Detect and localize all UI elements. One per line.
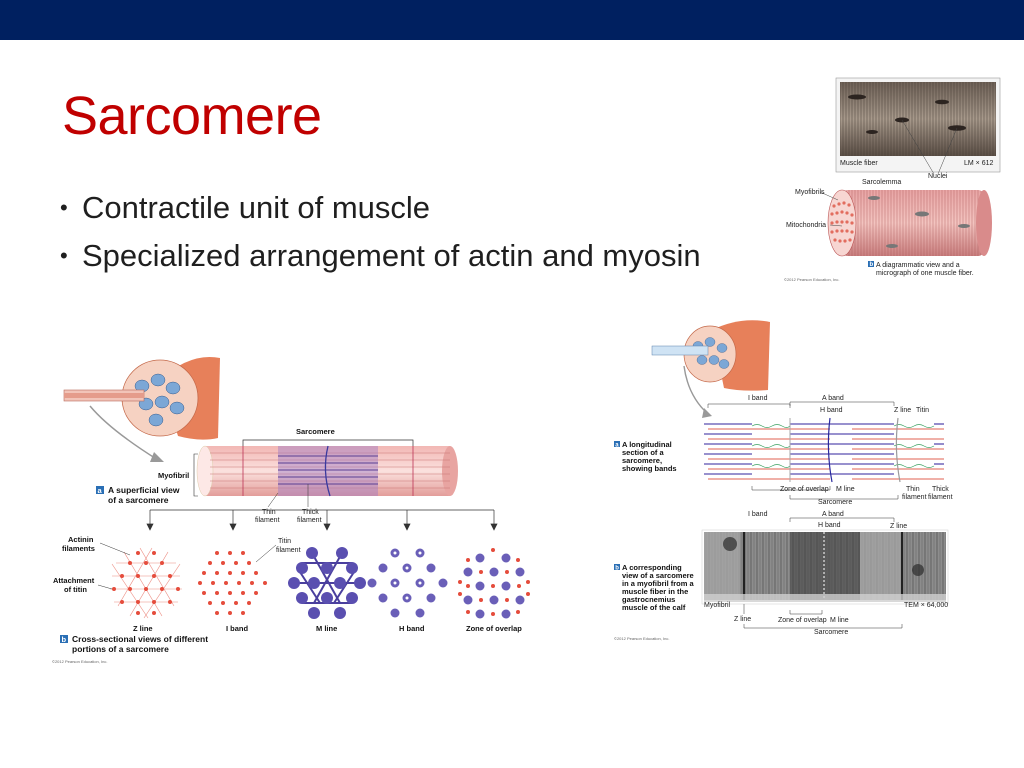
sarcomere-label: Sarcomere [818,499,852,506]
caption-letter: b [62,635,67,644]
titin-label: Titin [916,407,929,414]
bullet-dot-icon: • [60,243,68,268]
z-line-label: Z line [890,523,907,530]
bullet-list: • Contractile unit of muscle • Specialized… [60,186,701,282]
mitochondria-label: Mitochondria [786,222,826,229]
thin-filament-label: Thin [906,486,920,493]
myofibril-diagram [196,445,458,497]
bullet-dot-icon: • [60,195,68,220]
a-band-label: A band [822,395,844,402]
myofibril-label: Myofibril [704,602,731,609]
muscle-fiber-illustration [63,356,220,462]
caption-line: muscle fiber in the [622,587,688,596]
overlap-zone-cross-section [457,546,531,620]
z-line-label: Z line [894,407,911,414]
thin-filament-label: filament [902,494,927,501]
m-line-label: M line [830,617,849,624]
copyright: ©2012 Pearson Education, Inc. [52,659,107,664]
myofibril-illustration [651,320,770,418]
overlap-zone-label: Zone of overlap [780,486,829,493]
magnification-label: TEM × 64,000 [904,602,948,609]
caption-line: in a myofibril from a [622,579,695,588]
muscle-fiber-label: Muscle fiber [840,160,878,167]
z-line-label: Z line [133,624,153,633]
m-line-label: M line [836,486,855,493]
overlap-zone-label: Zone of overlap [466,624,522,633]
slide-title: Sarcomere [62,86,322,146]
tem-micrograph [701,529,949,605]
longitudinal-section-diagram [704,417,944,483]
sarcolemma-label: Sarcolemma [862,179,901,186]
actinin-label: filaments [62,544,95,553]
copyright: ©2012 Pearson Education, Inc. [614,636,669,641]
z-line-label: Z line [734,616,751,623]
sarcomere-label: Sarcomere [814,629,848,636]
thick-filament-label: Thick [932,486,949,493]
thick-filament-label: Thick [302,509,319,516]
h-band-label: H band [399,624,425,633]
h-band-label: H band [820,407,843,414]
caption-line: portions of a sarcomere [72,644,169,654]
nuclei-label: Nuclei [928,173,948,180]
caption-letter: a [98,486,103,495]
h-band-cross-section [367,548,448,618]
h-band-label: H band [818,522,841,529]
caption-line: A diagrammatic view and a [876,262,960,269]
muscle-fiber-figure: Muscle fiber LM × 612 Nuclei Sarcolemma … [782,76,1004,286]
titin-attachment-label: Attachment [53,576,95,585]
caption-line: A superficial view [108,485,180,495]
magnification-label: LM × 612 [964,160,993,167]
caption-letter: a [615,443,619,449]
caption-letter: b [870,262,874,268]
sarcomere-label: Sarcomere [296,427,335,436]
caption-line: showing bands [622,464,677,473]
actinin-label: Actinin [68,535,94,544]
copyright: ©2012 Pearson Education, Inc. [784,277,839,282]
bullet-text: Contractile unit of muscle [82,190,431,225]
thick-filament-label: filament [297,517,322,524]
i-band-label: I band [226,624,249,633]
caption-letter: b [615,566,619,572]
m-line-cross-section [288,547,366,619]
thick-filament-label: filament [928,494,953,501]
caption-line: view of a sarcomere [622,571,694,580]
caption-line: section of a [622,448,665,457]
caption-line: A longitudinal [622,440,672,449]
i-band-label: I band [748,395,768,402]
bullet-item: • Contractile unit of muscle [60,186,701,234]
caption-line: micrograph of one muscle fiber. [876,270,974,277]
overlap-zone-label: Zone of overlap [778,617,827,624]
header-bar [0,0,1024,40]
m-line-label: M line [316,624,337,633]
myofibril-label: Myofibril [158,471,189,480]
caption-line: gastrocnemius [622,595,675,604]
titin-attachment-label: of titin [64,585,87,594]
caption-line: of a sarcomere [108,495,169,505]
bullet-text: Specialized arrangement of actin and myo… [82,238,701,273]
thin-filament-label: Thin [262,509,276,516]
bullet-item: • Specialized arrangement of actin and my… [60,234,701,282]
muscle-fiber-micrograph [835,77,1001,173]
i-band-label: I band [748,511,768,518]
caption-line: muscle of the calf [622,603,686,612]
sarcomere-longitudinal-figure: I band A band H band Z line Titin [612,318,964,644]
titin-label: Titin [278,538,291,545]
titin-label: filament [276,547,301,554]
muscle-fiber-diagram [827,189,992,257]
caption-line: sarcomere, [622,456,662,465]
myofibrils-label: Myofibrils [795,189,825,196]
caption-line: Cross-sectional views of different [72,634,208,644]
a-band-label: A band [822,511,844,518]
thin-filament-label: filament [255,517,280,524]
caption-line: A corresponding [622,563,682,572]
i-band-cross-section [198,551,267,615]
sarcomere-cross-section-figure: Sarcomere Myofibril a A superfic [50,350,550,670]
z-line-cross-section [110,547,182,619]
